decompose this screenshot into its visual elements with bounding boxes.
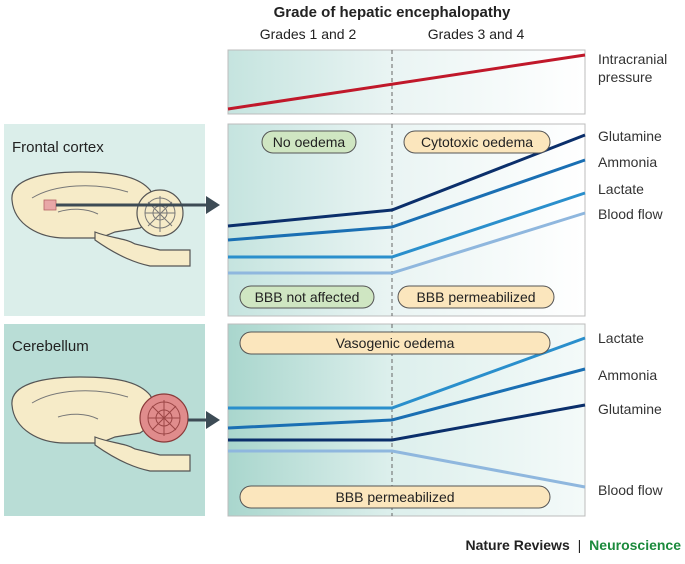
grades-1-2-label: Grades 1 and 2 bbox=[260, 26, 357, 42]
cerebellum-glutamine-label: Glutamine bbox=[598, 401, 662, 417]
frontal-cortex-panel: No oedema Cytotoxic oedema BBB not affec… bbox=[227, 123, 586, 317]
svg-text:Cytotoxic oedema: Cytotoxic oedema bbox=[421, 134, 533, 150]
bbb-permeabilized-pill: BBB permeabilized bbox=[397, 285, 555, 309]
lactate-line bbox=[228, 336, 586, 410]
svg-text:BBB not affected: BBB not affected bbox=[255, 289, 360, 305]
frontal-arrow-head bbox=[206, 196, 220, 214]
figure-title: Grade of hepatic encephalopathy bbox=[274, 4, 511, 21]
intracranial-pressure-panel bbox=[227, 49, 586, 115]
cerebellum-arrow-head bbox=[206, 411, 220, 429]
bbb-permeabilized-pill: BBB permeabilized bbox=[239, 485, 551, 509]
no-oedema-pill: No oedema bbox=[261, 130, 357, 154]
cerebellum-ammonia-label: Ammonia bbox=[598, 367, 657, 383]
ammonia-line bbox=[227, 367, 586, 430]
blood-flow-line bbox=[228, 449, 586, 489]
cerebellum-blood-flow-label: Blood flow bbox=[598, 482, 663, 498]
journal-section: Neuroscience bbox=[589, 537, 681, 553]
grades-3-4-label: Grades 3 and 4 bbox=[428, 26, 525, 42]
svg-text:BBB permeabilized: BBB permeabilized bbox=[416, 289, 535, 305]
cerebellum-lactate-label: Lactate bbox=[598, 330, 644, 346]
svg-text:No oedema: No oedema bbox=[273, 134, 346, 150]
cerebellum-panel: Vasogenic oedema BBB permeabilized bbox=[227, 323, 586, 517]
cerebellum-region: Cerebellum bbox=[4, 324, 220, 516]
frontal-lactate-label: Lactate bbox=[598, 181, 644, 197]
glutamine-line bbox=[227, 133, 586, 228]
frontal-cortex-region: Frontal cortex bbox=[4, 124, 220, 316]
glutamine-line bbox=[228, 403, 586, 442]
blood-flow-line bbox=[228, 211, 586, 275]
intracranial-label: Intracranial bbox=[598, 51, 667, 67]
frontal-blood-flow-label: Blood flow bbox=[598, 206, 663, 222]
journal-separator: | bbox=[578, 537, 582, 553]
intracranial-pressure-line bbox=[227, 53, 586, 111]
cytotoxic-oedema-pill: Cytotoxic oedema bbox=[403, 130, 551, 154]
frontal-glutamine-label: Glutamine bbox=[598, 128, 662, 144]
bbb-not-affected-pill: BBB not affected bbox=[239, 285, 375, 309]
cerebellum-label: Cerebellum bbox=[12, 338, 89, 355]
vasogenic-oedema-pill: Vasogenic oedema bbox=[239, 331, 551, 355]
journal-credit: Nature Reviews | Neuroscience bbox=[465, 537, 681, 553]
svg-text:BBB permeabilized: BBB permeabilized bbox=[335, 489, 454, 505]
svg-text:Vasogenic oedema: Vasogenic oedema bbox=[336, 335, 455, 351]
pressure-label: pressure bbox=[598, 69, 653, 85]
journal-name: Nature Reviews bbox=[465, 537, 569, 553]
frontal-cortex-label: Frontal cortex bbox=[12, 139, 104, 156]
ammonia-line bbox=[227, 158, 586, 242]
cerebellum-brain-illustration bbox=[11, 376, 191, 472]
frontal-ammonia-label: Ammonia bbox=[598, 154, 657, 170]
panel-background bbox=[227, 323, 586, 517]
lactate-line bbox=[228, 191, 586, 259]
